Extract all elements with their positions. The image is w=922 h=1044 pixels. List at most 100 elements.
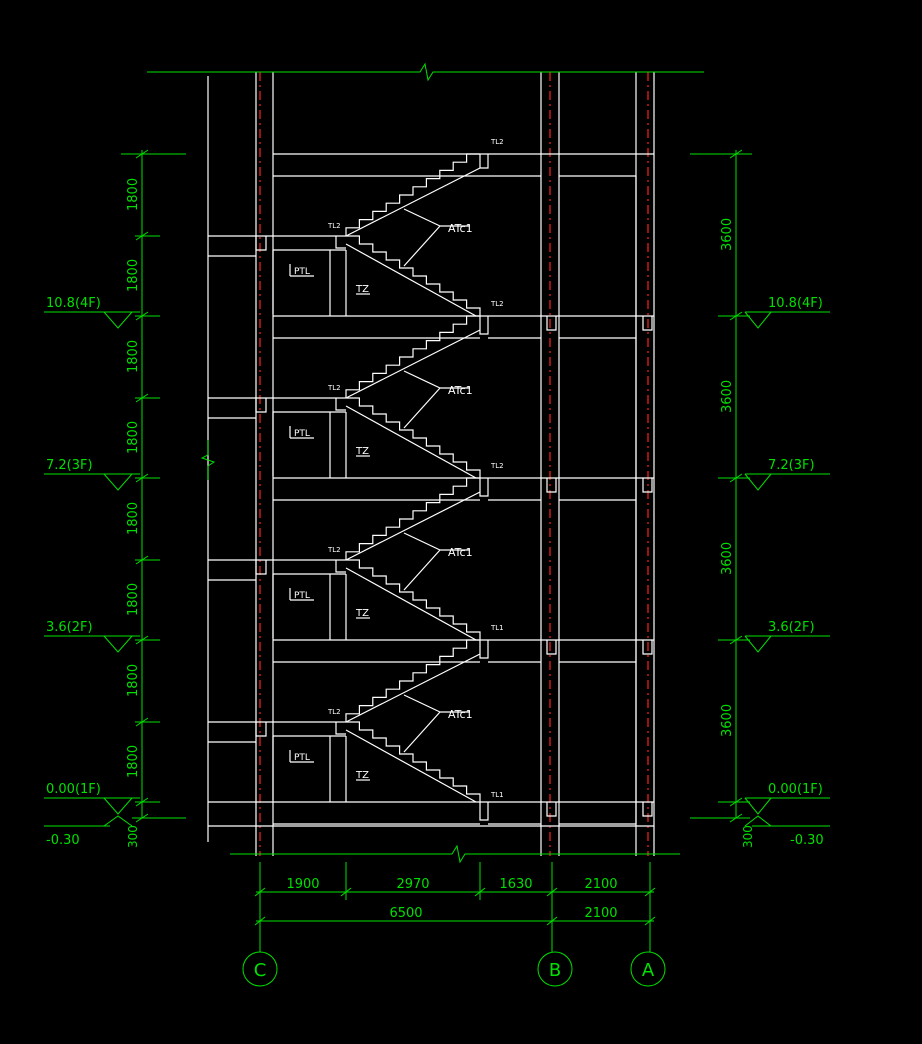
stair-flight-upper-soffit: [345, 167, 481, 237]
stair-flight-upper-soffit: [345, 653, 481, 723]
stair-leader-lower: [403, 549, 441, 591]
right-dim-label: 3600: [720, 704, 735, 737]
beam-b-section: [546, 640, 557, 655]
stair-flight-lower-steps: [346, 397, 481, 478]
left-dim-label: 1800: [126, 745, 141, 778]
beam-b-section: [546, 316, 557, 331]
below-grade-left-triangle: [103, 815, 133, 827]
left-dim-label: 1800: [126, 178, 141, 211]
bottom-dim-label-row1: 1900: [286, 877, 319, 892]
stair-flight-lower-steps: [346, 235, 481, 316]
upper-beam-label: TL1: [490, 624, 504, 632]
landing-column-notch: [255, 236, 267, 251]
level-marker-right-triangle: [744, 797, 772, 815]
landing-label: PTL: [294, 429, 310, 439]
stair-label: ATc1: [448, 546, 473, 559]
bottom-dim-label-row2: 2100: [584, 906, 617, 921]
level-label-left: 7.2(3F): [46, 458, 93, 473]
stair-beam-section: [479, 802, 489, 821]
left-dim-label: 1800: [126, 421, 141, 454]
stair-flight-upper-steps: [345, 477, 480, 560]
beam-b-section: [546, 802, 557, 817]
left-dim-label: 1800: [126, 583, 141, 616]
axis-bubble-c: [242, 951, 278, 987]
beam-a-section: [642, 316, 653, 331]
upper-beam-label: TL2: [490, 462, 504, 470]
level-label-right: 0.00(1F): [768, 782, 823, 797]
mid-beam-label: TL2: [327, 222, 341, 230]
pillar-label: TZ: [355, 284, 369, 295]
below-grade-right-triangle: [744, 815, 772, 827]
landing-label: PTL: [294, 753, 310, 763]
landing-column-notch: [255, 560, 267, 575]
bottom-dim-tick-row1: [474, 887, 486, 897]
stair-leader-upper: [403, 694, 441, 713]
bottom-dim-tick-row2: [254, 916, 266, 926]
stair-flight-upper-steps: [345, 315, 480, 398]
level-marker-left-triangle: [103, 635, 133, 653]
stair-flight-lower-soffit: [345, 405, 477, 479]
stair-flight-lower-soffit: [345, 243, 477, 317]
stair-leader-lower: [403, 387, 441, 429]
bottom-dim-label-row1: 2970: [396, 877, 429, 892]
stair-flight-upper-soffit: [345, 491, 481, 561]
stair-leader-upper: [403, 208, 441, 227]
mid-beam-label: TL2: [327, 708, 341, 716]
level-marker-left-triangle: [103, 797, 133, 815]
stair-flight-upper-steps: [345, 639, 480, 722]
stair-beam-section: [479, 316, 489, 335]
left-dim-label: 1800: [126, 664, 141, 697]
upper-beam-label: TL2: [490, 300, 504, 308]
stair-flight-lower-steps: [346, 721, 481, 802]
axis-label-b: B: [549, 960, 561, 981]
mid-beam-label: TL2: [327, 384, 341, 392]
beam-b-section: [546, 478, 557, 493]
bottom-dim-label-row2: 6500: [389, 906, 422, 921]
axis-bubble-b: [537, 951, 573, 987]
below-grade-dim-right: 300: [741, 825, 755, 848]
stair-flight-upper-steps: [345, 153, 480, 236]
level-marker-right-triangle: [744, 473, 772, 491]
mid-beam-label: TL2: [327, 546, 341, 554]
stair-label: ATc1: [448, 384, 473, 397]
level-marker-left-triangle: [103, 473, 133, 491]
bottom-dim-tick-row1: [644, 887, 656, 897]
roof-beam-drop: [479, 154, 489, 169]
axis-bubble-a: [630, 951, 666, 987]
stair-flight-lower-soffit: [345, 567, 477, 641]
beam-a-section: [642, 802, 653, 817]
bottom-dim-tick-row1: [340, 887, 352, 897]
label-layer: 1800180018001800180018001800180036003600…: [46, 138, 824, 981]
bottom-dim-tick-row1: [254, 887, 266, 897]
below-grade-dim-left: 300: [126, 825, 140, 848]
left-dim-label: 1800: [126, 502, 141, 535]
stair-flight-upper-soffit: [345, 329, 481, 399]
bottom-dim-label-row1: 2100: [584, 877, 617, 892]
landing-beam: [335, 236, 346, 249]
axis-label-a: A: [642, 960, 655, 981]
beam-a-section: [642, 640, 653, 655]
level-marker-right-triangle: [744, 311, 772, 329]
pillar-label: TZ: [355, 770, 369, 781]
bottom-break-line: [230, 844, 680, 864]
left-wall-break: [200, 440, 216, 480]
landing-beam: [335, 398, 346, 411]
landing-label: PTL: [294, 591, 310, 601]
stair-leader-upper: [403, 532, 441, 551]
bottom-dim-label-row1: 1630: [499, 877, 532, 892]
beam-a-section: [642, 478, 653, 493]
dimension-layer: [44, 149, 830, 987]
right-dim-label: 3600: [720, 542, 735, 575]
stair-label: ATc1: [448, 222, 473, 235]
level-label-left: 0.00(1F): [46, 782, 101, 797]
stair-beam-section: [479, 478, 489, 497]
level-marker-right-triangle: [744, 635, 772, 653]
ground-beam-label: TL1: [490, 791, 504, 799]
landing-beam: [335, 560, 346, 573]
stair-label: ATc1: [448, 708, 473, 721]
stair-flight-lower-steps: [346, 559, 481, 640]
pillar-label: TZ: [355, 608, 369, 619]
bottom-dim-tick-row1: [546, 887, 558, 897]
